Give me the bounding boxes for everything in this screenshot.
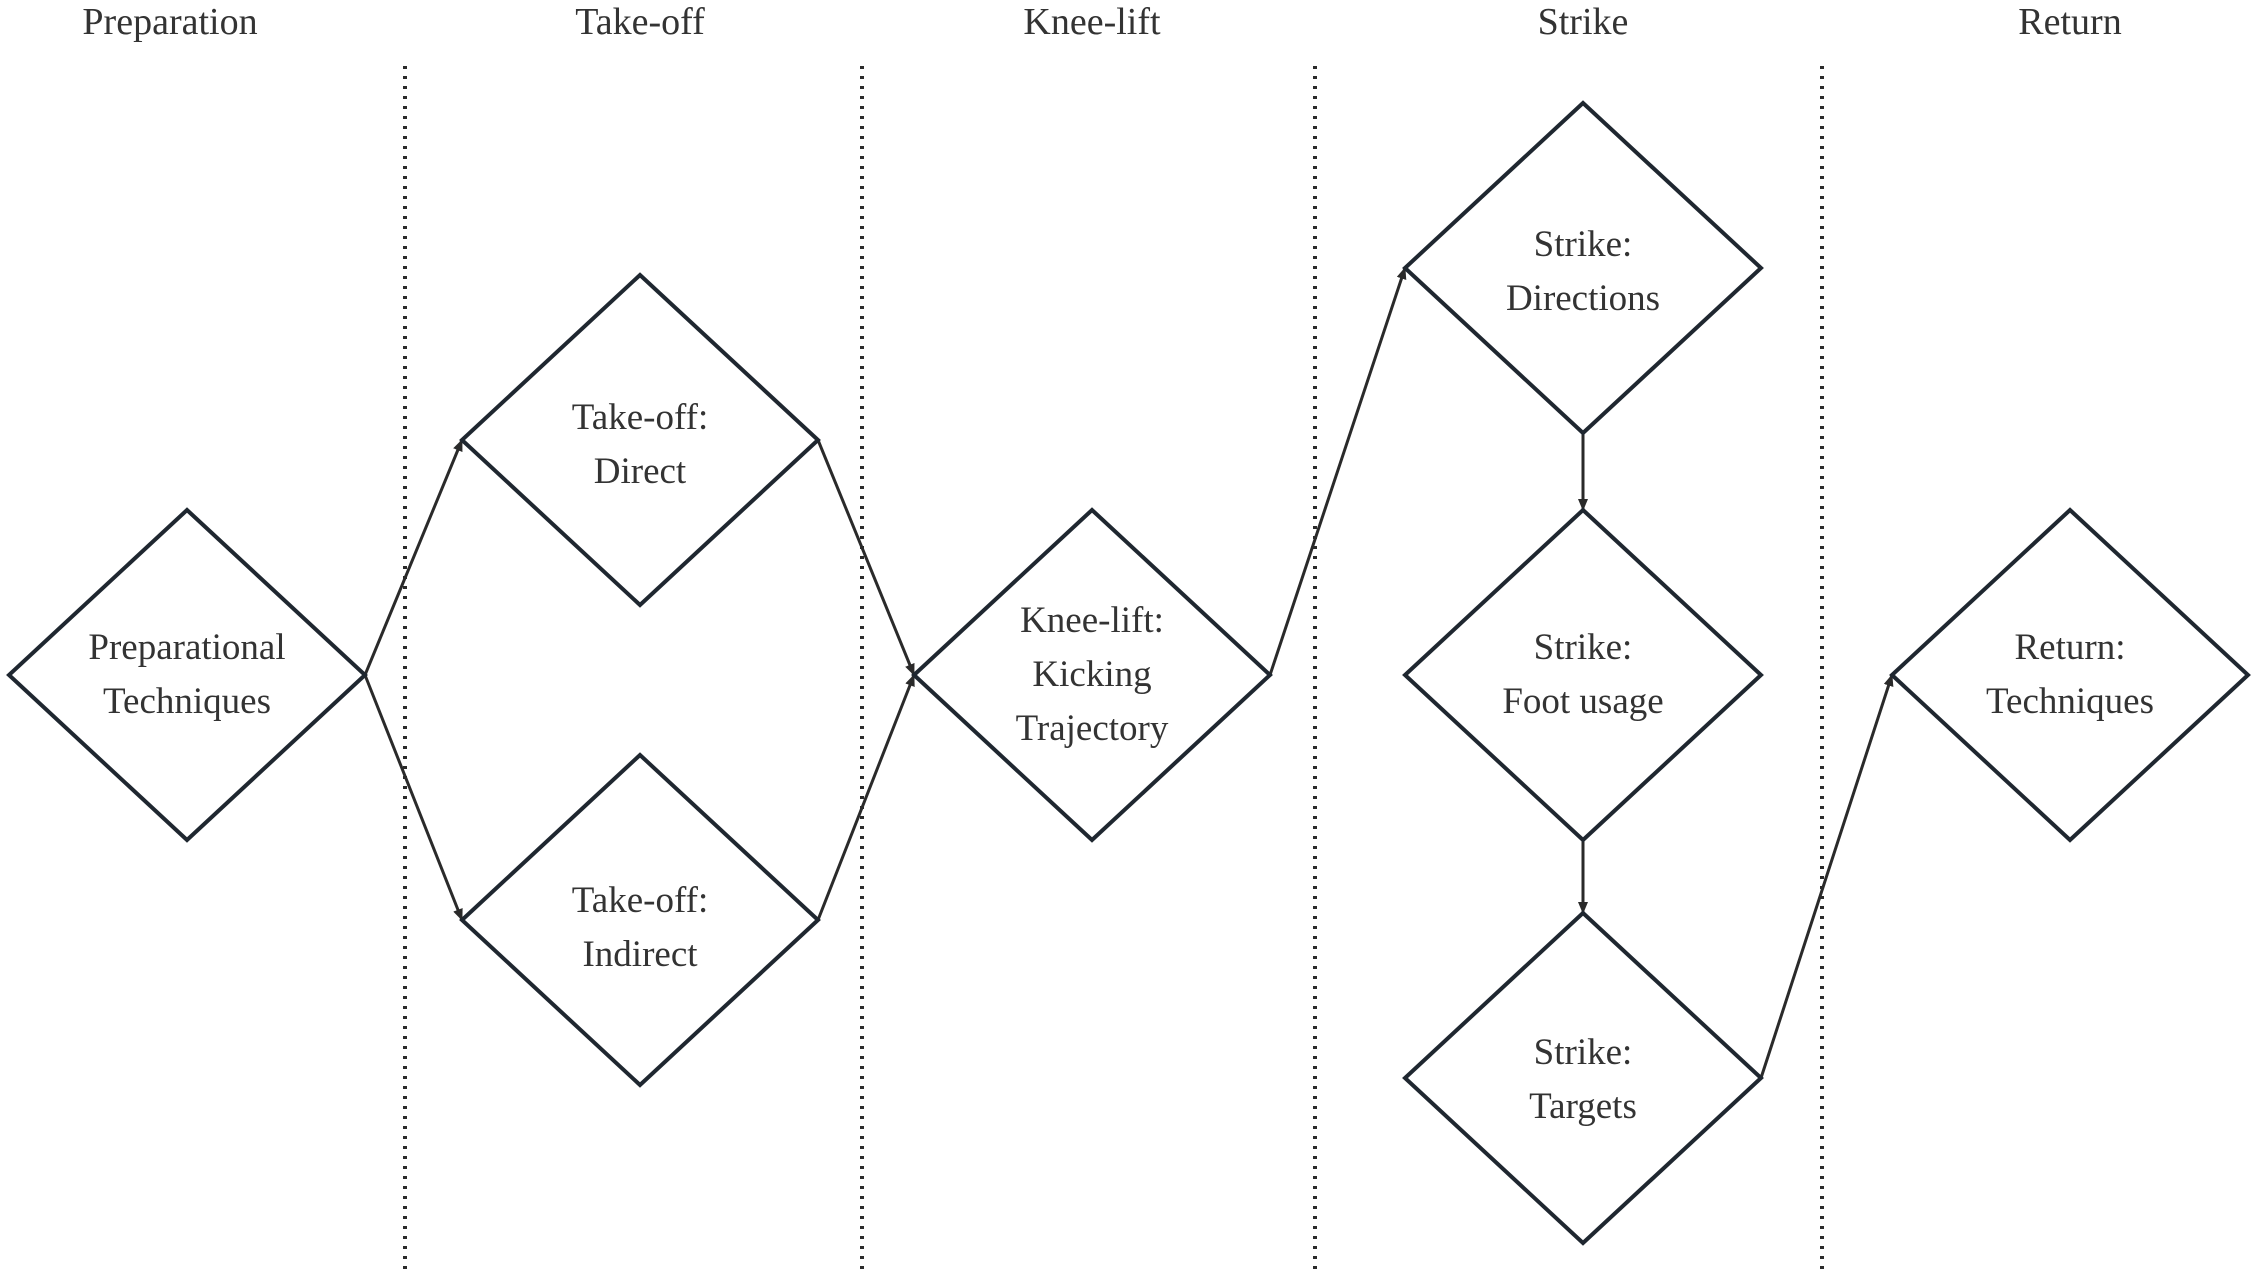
diamond-node-strike-targets — [1402, 910, 1764, 1246]
node-label-line: Foot usage — [1502, 681, 1664, 722]
node-label-takeoff-indirect: Take-off: Indirect — [572, 874, 708, 982]
diamond-node-kneelift-kicking-trajectory — [911, 507, 1273, 843]
phase-title-preparation: Preparation — [82, 1, 258, 43]
diamond-node-strike-directions — [1402, 100, 1764, 436]
node-label-line: Kicking — [1032, 654, 1152, 695]
edge-kneelift-kicking-trajectory-to-strike-directions — [1268, 267, 1407, 676]
node-label-line: Strike: — [1533, 627, 1633, 668]
node-label-kneelift-kicking-trajectory: Knee-lift: Kicking Trajectory — [1016, 594, 1169, 756]
node-label-line: Trajectory — [1015, 708, 1169, 749]
edge-takeoff-direct-to-kneelift-kicking-trajectory — [816, 439, 916, 676]
diamond-node-takeoff-indirect — [459, 752, 821, 1088]
phase-title-take-off: Take-off — [575, 1, 705, 43]
node-label-line: Strike: — [1533, 1032, 1633, 1073]
phase-title-knee-lift: Knee-lift — [1023, 1, 1161, 43]
node-label-strike-directions: Strike: Directions — [1506, 218, 1660, 326]
node-label-line: Techniques — [103, 681, 271, 722]
diamond-node-strike-foot-usage — [1402, 507, 1764, 843]
diamond-node-takeoff-direct — [459, 272, 821, 608]
edge-takeoff-indirect-to-kneelift-kicking-trajectory — [816, 674, 916, 921]
node-label-line: Directions — [1505, 278, 1661, 319]
node-label-line: Targets — [1529, 1086, 1637, 1127]
node-label-strike-targets: Strike: Targets — [1529, 1026, 1637, 1134]
edge-strike-targets-to-return-techniques — [1759, 674, 1894, 1079]
node-label-line: Take-off: — [571, 397, 709, 438]
node-label-line: Direct — [593, 451, 687, 492]
diamond-node-return-techniques — [1889, 507, 2251, 843]
phase-title-strike: Strike — [1537, 1, 1629, 43]
edge-preparational-techniques-to-takeoff-direct — [363, 439, 464, 676]
node-label-line: Indirect — [582, 934, 698, 975]
node-label-line: Take-off: — [571, 880, 709, 921]
node-label-line: Return: — [2014, 627, 2126, 668]
node-label-line: Strike: — [1533, 224, 1633, 265]
node-label-line: Preparational — [88, 627, 286, 668]
node-label-line: Techniques — [1986, 681, 2154, 722]
node-label-strike-foot-usage: Strike: Foot usage — [1502, 621, 1663, 729]
node-label-takeoff-direct: Take-off: Direct — [572, 391, 708, 499]
node-label-return-techniques: Return: Techniques — [1986, 621, 2154, 729]
edge-preparational-techniques-to-takeoff-indirect — [363, 674, 464, 921]
node-label-line: Knee-lift: — [1020, 600, 1164, 641]
diamond-node-preparational-techniques — [6, 507, 368, 843]
phase-title-return: Return — [2018, 1, 2122, 43]
node-label-preparational-techniques: Preparational Techniques — [88, 621, 285, 729]
